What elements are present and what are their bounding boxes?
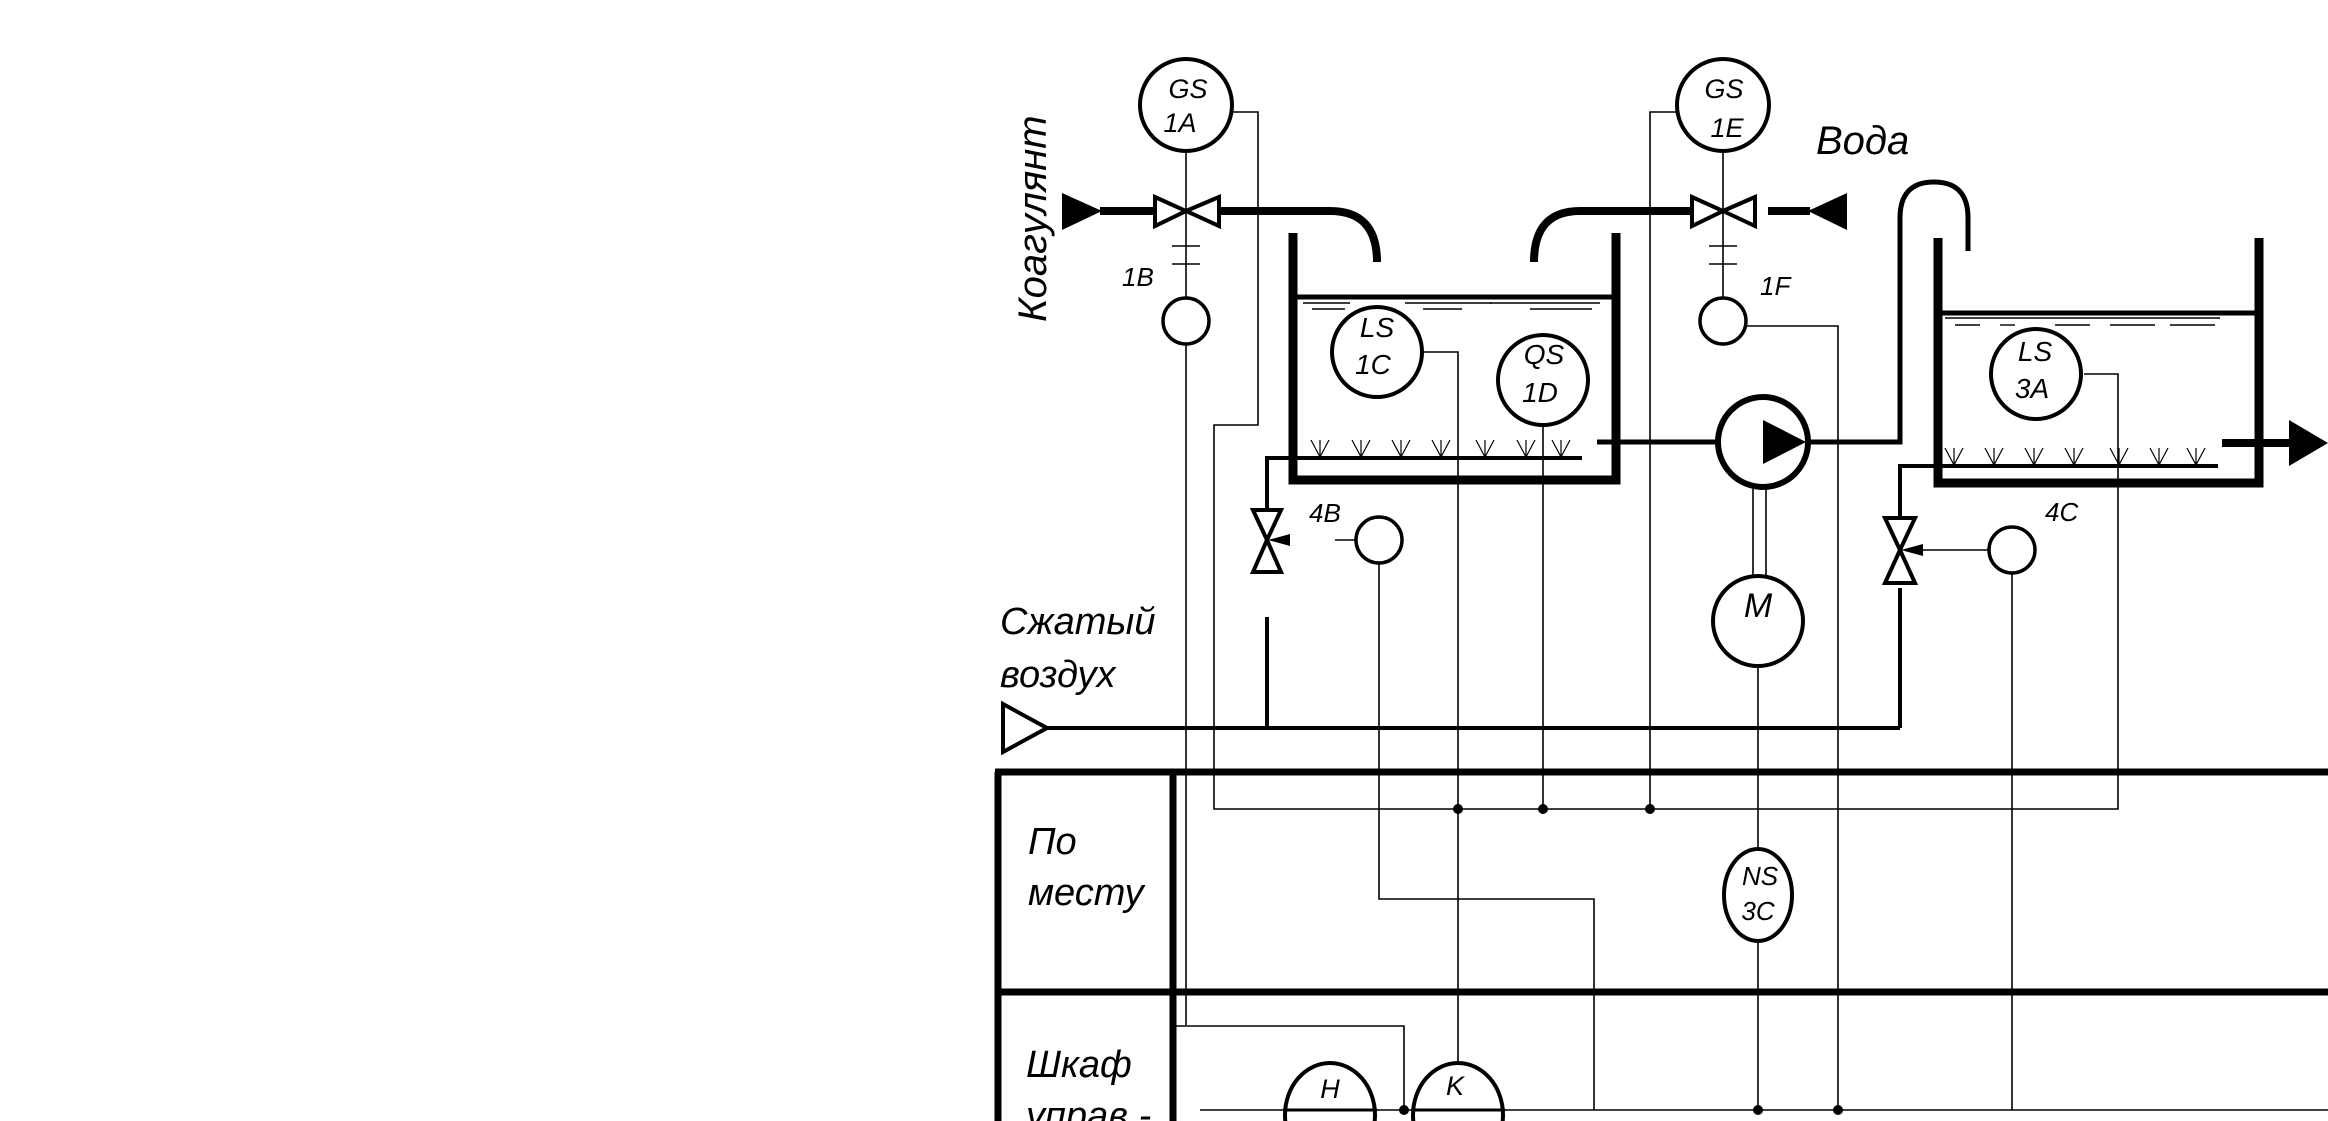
tank-1 — [1288, 233, 1621, 485]
actuator-arrow-4b — [1268, 534, 1290, 546]
aerator-nozzle-icon — [1351, 439, 1371, 459]
instrument-ns-3c: NS 3C — [1722, 847, 1794, 943]
instrument-h-2b: H 2B — [1283, 1061, 1377, 1121]
process-pipes — [1047, 179, 2295, 730]
aerator-nozzle-icon — [1551, 439, 1571, 459]
aerator-nozzle-icon — [2149, 447, 2169, 467]
valve-water — [1690, 193, 1757, 230]
aerator-nozzle-icon — [2024, 447, 2044, 467]
instrument-ls-1c-tag: 1C — [1355, 349, 1392, 380]
inlet-arrow-air — [1001, 700, 1052, 756]
pipe-air-branch-tank2 — [1898, 464, 2218, 728]
aerator-nozzle-icon — [1310, 439, 1330, 459]
instrument-gs-1a-tag: 1A — [1163, 108, 1196, 138]
aerator-nozzle-icon — [1516, 439, 1536, 459]
aerator-nozzles — [1310, 439, 2206, 467]
aerator-nozzle-icon — [2064, 447, 2084, 467]
pipe-coagulant — [1100, 207, 1381, 263]
actuator-4b — [1354, 515, 1404, 565]
instrument-gs-1e: GS 1E — [1675, 57, 1771, 153]
junction-dot — [1399, 1105, 1409, 1115]
actuator-4c — [1987, 525, 2037, 575]
junction-dot — [1645, 804, 1655, 814]
pipe-water — [1530, 207, 1810, 263]
signal-line-cabinet — [1173, 1025, 1405, 1110]
instrument-ls-1c: LS 1C — [1330, 305, 1424, 399]
motor-icon — [1711, 574, 1805, 668]
junction-dot — [1833, 1105, 1843, 1115]
table-row-cabinet-line1: Шкаф — [1026, 1044, 1132, 1086]
table-row-cabinet-line2: управ - — [1023, 1095, 1151, 1121]
actuator-1b — [1161, 296, 1211, 346]
valve-air-4b — [1249, 508, 1285, 574]
instrument-k-2a-func: K — [1446, 1071, 1465, 1101]
tank-2 — [1933, 238, 2264, 488]
tank-1-walls — [1288, 233, 1621, 485]
label-air-line1: Сжатый — [1000, 601, 1155, 643]
junction-dot — [1538, 804, 1548, 814]
instrument-ls-1c-func: LS — [1360, 312, 1395, 343]
table-row-local-line1: По — [1028, 821, 1077, 863]
signal-line-ls1c — [1422, 351, 1459, 1083]
instrument-ns-3c-func: NS — [1742, 861, 1779, 891]
instrument-k-2a: K 2A — [1411, 1061, 1505, 1121]
junction-dot — [1753, 1105, 1763, 1115]
tank-2-water-hatch — [1945, 317, 2220, 326]
signal-line-bus-main — [1213, 111, 2119, 810]
table-row-local-line2: месту — [1028, 872, 1146, 914]
instrument-ls-3a-func: LS — [2018, 336, 2053, 367]
actuator-label-4b: 4B — [1309, 498, 1341, 528]
pipe-air-branch-tank1 — [1265, 456, 1582, 728]
inlet-arrow-coagulant — [1062, 193, 1102, 230]
aerator-nozzle-icon — [2186, 447, 2206, 467]
junction-dot — [1453, 804, 1463, 814]
instrument-gs-1a: GS 1A — [1138, 57, 1234, 153]
inlet-arrow-water — [1808, 193, 1847, 230]
instrument-h-2b-func: H — [1320, 1074, 1340, 1104]
aerator-nozzle-icon — [1984, 447, 2004, 467]
aerator-nozzle-icon — [1944, 447, 1964, 467]
signal-line-4b — [1378, 563, 1595, 1110]
instrument-qs-1d-tag: 1D — [1522, 377, 1558, 408]
instrument-k-2a-tag: 2A — [1440, 1116, 1474, 1121]
actuator-label-1f: 1F — [1760, 271, 1792, 301]
actuator-1f — [1698, 296, 1748, 346]
instrument-ls-3a: LS 3A — [1989, 327, 2083, 421]
actuator-label-1b: 1B — [1122, 262, 1154, 292]
instrument-h-2b-tag: 2B — [1312, 1116, 1346, 1121]
aerator-nozzle-icon — [1391, 439, 1411, 459]
instrument-gs-1a-func: GS — [1168, 74, 1207, 104]
instrument-qs-1d-func: QS — [1524, 339, 1565, 370]
pipe-pump-to-tank2 — [1809, 179, 1971, 445]
location-table — [994, 768, 2328, 1121]
label-air-line2: воздух — [1000, 654, 1118, 696]
signal-lines — [1172, 111, 2328, 1111]
tank-1-water-hatch — [1303, 302, 1600, 310]
valve-air-4c — [1881, 516, 1919, 585]
instrument-gs-1e-func: GS — [1704, 74, 1743, 104]
outlet-arrow — [2289, 420, 2328, 466]
signal-line-1f — [1746, 325, 1839, 1110]
aerator-nozzle-icon — [1431, 439, 1451, 459]
tank-2-walls — [1933, 238, 2264, 488]
actuator-arrow-4c — [1901, 544, 1923, 556]
pump-direction-icon — [1763, 420, 1806, 464]
signal-line-gs1e — [1649, 111, 1677, 809]
valve-coagulant — [1153, 193, 1221, 230]
motor-label: M — [1744, 587, 1773, 625]
actuator-label-4c: 4C — [2045, 497, 2078, 527]
aerator-nozzle-icon — [1475, 439, 1495, 459]
aerator-nozzle-icon — [2109, 447, 2129, 467]
instrument-ls-3a-tag: 3A — [2015, 373, 2049, 404]
label-coagulant: Коагулянт — [1011, 115, 1055, 322]
instrument-ns-3c-tag: 3C — [1741, 896, 1774, 926]
label-water: Вода — [1816, 119, 1909, 163]
instrument-qs-1d: QS 1D — [1496, 333, 1590, 427]
instrument-gs-1e-tag: 1E — [1710, 113, 1744, 143]
